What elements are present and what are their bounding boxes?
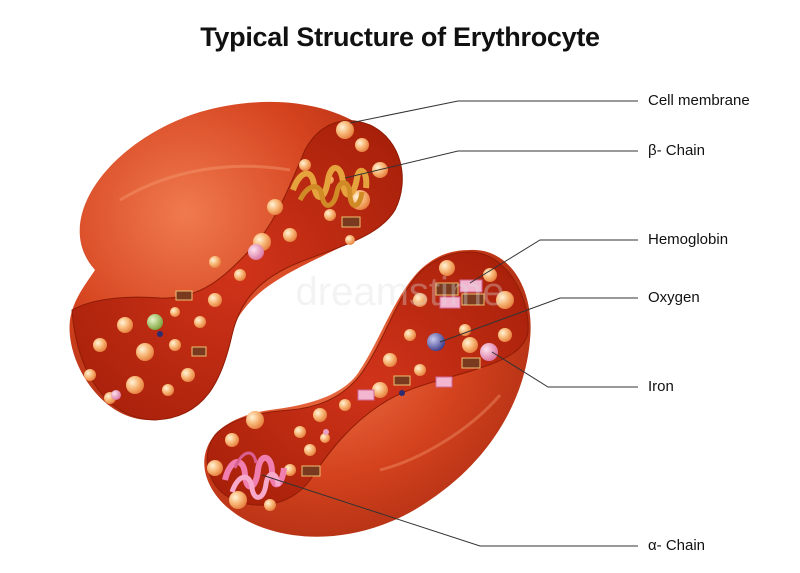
upper-cell-half xyxy=(69,101,403,421)
lower-cell-highlight xyxy=(379,394,502,472)
oxygen-sphere xyxy=(427,333,445,351)
upper-cell-highlight xyxy=(119,164,291,202)
lower-cell-half xyxy=(204,249,531,537)
upper-hemoglobin-block-1 xyxy=(341,216,361,228)
label-hemoglobin: Hemoglobin xyxy=(648,231,729,248)
hemoglobin-cluster xyxy=(435,279,485,309)
leader-cell-membrane xyxy=(349,100,638,124)
upper-green-particle xyxy=(147,314,163,330)
lower-iron-small xyxy=(323,429,329,435)
label-alpha-chain: α- Chain xyxy=(648,537,706,554)
label-cell-membrane: Cell membrane xyxy=(648,92,750,109)
lower-cytoplasm-dots xyxy=(207,260,514,511)
watermark-text: dreamstime xyxy=(296,270,505,314)
leader-alpha-chain xyxy=(261,474,638,547)
upper-oxygen-small xyxy=(157,331,163,337)
lower-hemoglobin-block-2 xyxy=(435,376,453,388)
leader-hemoglobin xyxy=(469,239,638,284)
alpha-chain-coil xyxy=(222,451,287,500)
lower-hemoglobin-block-1 xyxy=(461,357,481,369)
lower-hemoglobin-block-3 xyxy=(393,375,411,386)
lower-hemoglobin-block-5 xyxy=(301,465,321,477)
upper-iron-small-2 xyxy=(248,244,264,260)
leader-lines xyxy=(261,100,638,547)
upper-hemoglobin-block-2 xyxy=(175,290,193,301)
leader-beta-chain xyxy=(344,150,638,179)
lower-hemoglobin-block-4 xyxy=(357,389,375,401)
label-iron: Iron xyxy=(648,378,674,395)
label-beta-chain: β- Chain xyxy=(648,142,705,159)
diagram-title: Typical Structure of Erythrocyte xyxy=(200,22,600,52)
upper-hemoglobin-block-3 xyxy=(191,346,207,357)
iron-sphere xyxy=(480,343,498,361)
upper-iron-small xyxy=(111,390,121,400)
lower-oxygen-small xyxy=(399,390,405,396)
leader-iron xyxy=(491,351,638,388)
leader-oxygen xyxy=(439,297,638,343)
label-oxygen: Oxygen xyxy=(648,289,700,306)
